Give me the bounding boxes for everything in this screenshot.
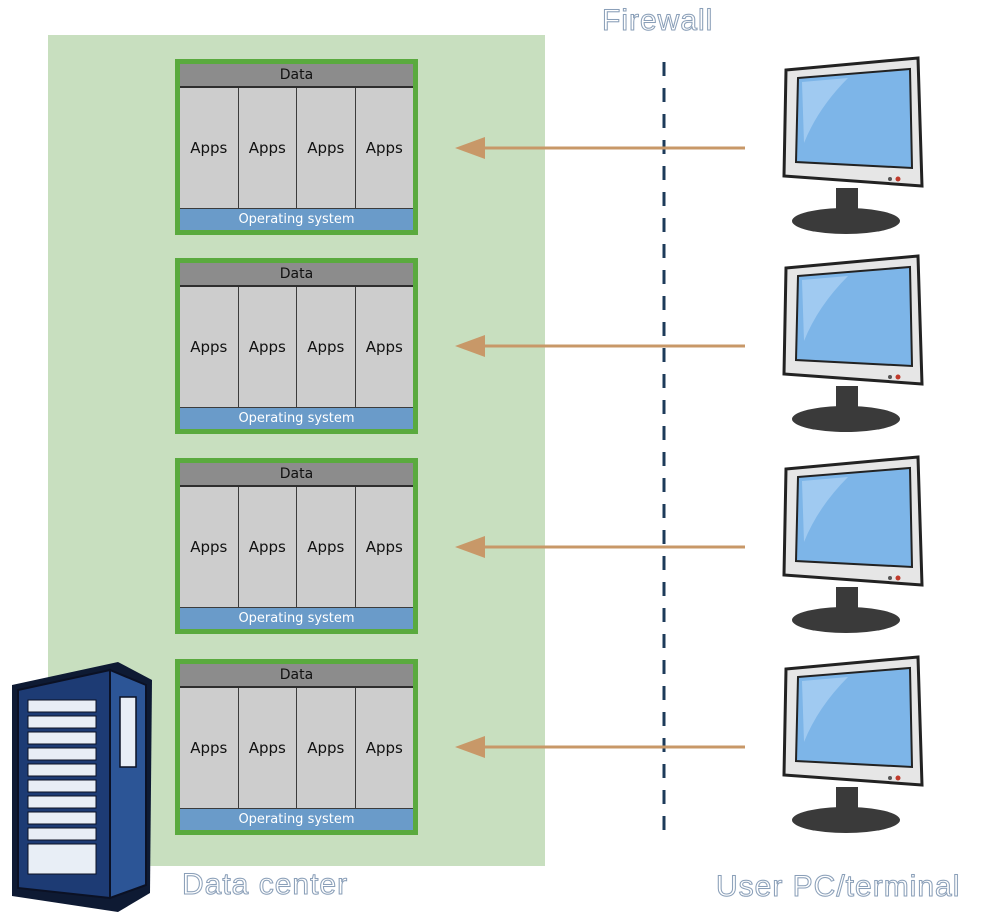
arrow xyxy=(455,335,745,357)
virtual-machine: Data Apps Apps Apps Apps Operating syste… xyxy=(175,59,418,235)
vm-os-bar: Operating system xyxy=(180,407,413,429)
vm-app: Apps xyxy=(355,88,413,208)
data-center-label: Data center xyxy=(181,868,349,902)
vm-app: Apps xyxy=(297,688,356,808)
vm-app: Apps xyxy=(297,88,356,208)
vm-app: Apps xyxy=(355,287,413,407)
vm-app: Apps xyxy=(238,688,297,808)
vm-data-bar: Data xyxy=(180,263,413,287)
vm-data-bar: Data xyxy=(180,463,413,487)
vm-app: Apps xyxy=(297,487,356,607)
vm-app: Apps xyxy=(297,287,356,407)
vm-app: Apps xyxy=(355,487,413,607)
vm-app: Apps xyxy=(180,487,239,607)
vm-os-bar: Operating system xyxy=(180,607,413,629)
vm-app: Apps xyxy=(180,688,239,808)
vm-data-bar: Data xyxy=(180,64,413,88)
arrow xyxy=(455,536,745,558)
vm-app: Apps xyxy=(180,88,239,208)
user-pc-label: User PC/terminal xyxy=(715,870,961,904)
virtual-machine: Data Apps Apps Apps Apps Operating syste… xyxy=(175,258,418,434)
arrow xyxy=(455,736,745,758)
vm-app: Apps xyxy=(238,487,297,607)
vm-os-bar: Operating system xyxy=(180,208,413,230)
virtual-machine: Data Apps Apps Apps Apps Operating syste… xyxy=(175,458,418,634)
firewall-label: Firewall xyxy=(601,4,714,38)
vm-os-bar: Operating system xyxy=(180,808,413,830)
vm-app: Apps xyxy=(180,287,239,407)
vm-data-bar: Data xyxy=(180,664,413,688)
vm-app: Apps xyxy=(238,88,297,208)
vm-app: Apps xyxy=(355,688,413,808)
arrow xyxy=(455,137,745,159)
virtual-machine: Data Apps Apps Apps Apps Operating syste… xyxy=(175,659,418,835)
vm-app: Apps xyxy=(238,287,297,407)
